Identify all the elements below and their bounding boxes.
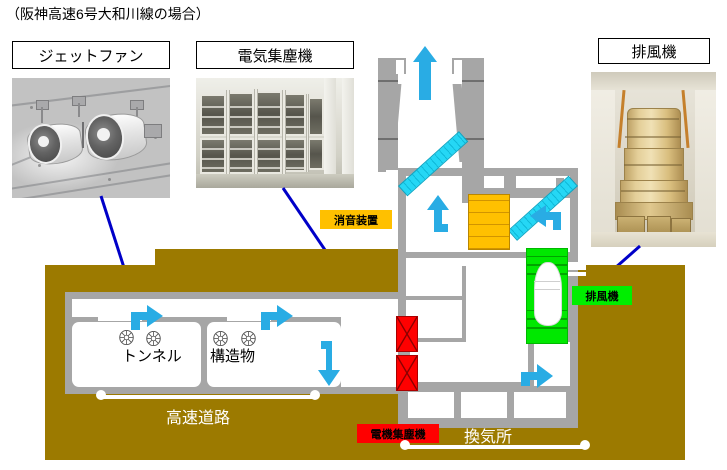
callout-exhaust-fan-text: 排風機 xyxy=(585,290,619,303)
roof-stub-1 xyxy=(504,172,516,190)
jet-fan-icon-1 xyxy=(119,330,134,345)
slab-opening-2 xyxy=(227,316,271,321)
dimension-cap-right-2 xyxy=(580,440,590,450)
arrow-stack-up xyxy=(413,46,437,100)
photo-title-exhaust-fan-text: 排風機 xyxy=(631,43,677,61)
silencer-grid xyxy=(468,194,510,250)
arrow-vent-bottom xyxy=(521,364,553,388)
label-expressway: 高速道路 xyxy=(166,410,231,427)
rotor-line-1 xyxy=(534,281,560,282)
dust-collector-block-lower xyxy=(396,355,418,391)
stack-right-wall xyxy=(462,58,484,203)
tunnel-bore-right xyxy=(207,322,341,387)
jet-fan-icon-3 xyxy=(213,331,228,346)
label-structure: 構造物 xyxy=(210,348,256,365)
callout-silencer: 消音装置 xyxy=(320,210,392,229)
stack-left-lip-void xyxy=(396,60,404,74)
callout-exhaust-fan: 排風機 xyxy=(572,286,632,305)
dimension-cap-right-1 xyxy=(310,390,320,400)
callout-silencer-text: 消音装置 xyxy=(334,214,378,227)
stack-band-3 xyxy=(462,80,484,82)
photo-exhaust-fan xyxy=(591,72,716,247)
page-caption: （阪神高速6号大和川線の場合） xyxy=(6,6,210,22)
dimension-cap-left-2 xyxy=(400,440,410,450)
vent-gap-1 xyxy=(462,258,468,266)
tunnel-bore-left xyxy=(72,322,201,387)
stack-band-2 xyxy=(378,138,398,140)
vent-room-c xyxy=(410,342,528,382)
stack-band-1 xyxy=(378,80,398,82)
arrow-corridor xyxy=(318,341,340,386)
photo-title-jet-fan-text: ジェットファン xyxy=(38,47,144,65)
rotor-line-2 xyxy=(534,289,560,290)
photo-title-exhaust-fan: 排風機 xyxy=(598,38,710,64)
dust-collector-block-upper xyxy=(396,316,418,352)
photo-title-dust-collector-text: 電気集塵機 xyxy=(237,47,313,65)
dimension-cap-left-1 xyxy=(96,390,106,400)
label-ventilation-station: 換気所 xyxy=(464,429,513,446)
vent-room-a xyxy=(406,258,462,296)
arrow-duct-right xyxy=(530,205,561,230)
photo-jet-fan xyxy=(12,78,170,198)
stack-foot-left xyxy=(378,162,386,172)
photo-dust-collector xyxy=(196,78,354,188)
callout-dust-collector-text: 電機集塵機 xyxy=(370,428,426,441)
vent-base-room-1 xyxy=(408,392,454,418)
tunnel-slab xyxy=(72,317,348,322)
jet-fan-icon-2 xyxy=(146,331,161,346)
arrow-duct-left xyxy=(427,195,449,232)
arrow-tunnel-1 xyxy=(131,305,163,330)
exhaust-fan-rotor xyxy=(534,262,562,326)
vent-base-room-3 xyxy=(514,392,566,418)
vent-base-room-2 xyxy=(461,392,507,418)
jet-fan-icon-4 xyxy=(241,331,256,346)
slab-opening-1 xyxy=(98,316,142,321)
photo-title-jet-fan: ジェットファン xyxy=(12,41,170,69)
vent-roof-deck xyxy=(484,188,578,198)
stack-band-4 xyxy=(462,138,484,140)
arrow-tunnel-2 xyxy=(261,305,293,330)
dimension-line-vent-station xyxy=(405,445,585,449)
callout-dust-collector: 電機集塵機 xyxy=(357,424,439,443)
label-tunnel: トンネル xyxy=(122,348,182,365)
photo-title-dust-collector: 電気集塵機 xyxy=(196,41,354,69)
dimension-line-expressway xyxy=(100,395,316,399)
stack-right-lip-void xyxy=(454,60,462,74)
